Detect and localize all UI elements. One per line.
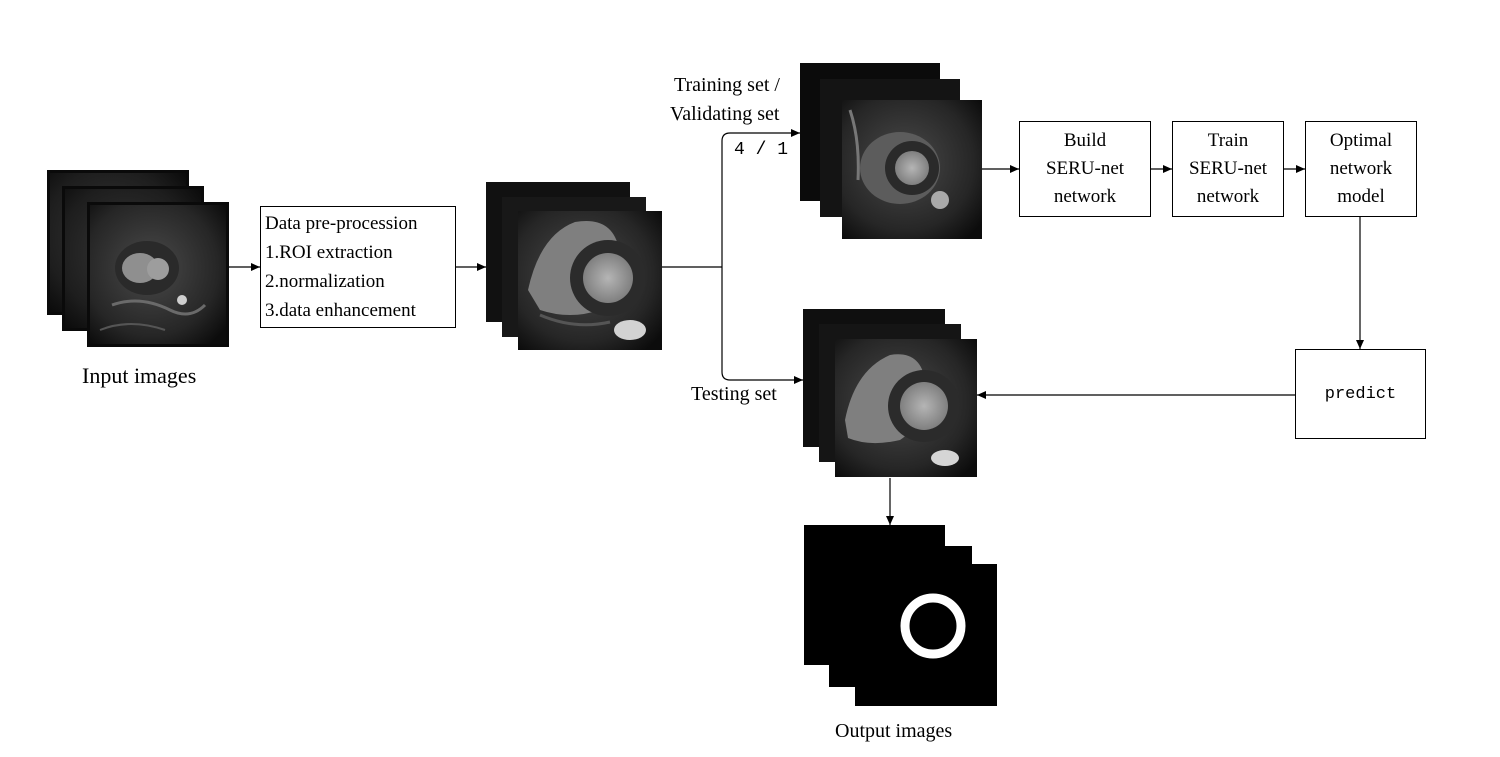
input-images-stack bbox=[47, 170, 229, 347]
train-val-label-line1: Training set / bbox=[674, 74, 780, 96]
preprocess-step-enhancement: 3.data enhancement bbox=[265, 300, 416, 321]
training-images-stack bbox=[800, 63, 982, 239]
predict-label: predict bbox=[1324, 384, 1397, 404]
split-ratio-label: 4 / 1 bbox=[734, 140, 789, 160]
preprocess-box: Data pre-procession 1.ROI extraction 2.n… bbox=[260, 206, 456, 328]
preprocess-title: Data pre-procession bbox=[265, 213, 418, 234]
model-line-2: network bbox=[1329, 158, 1393, 179]
train-line-1: Train bbox=[1207, 130, 1249, 151]
preprocess-step-normalization: 2.normalization bbox=[265, 271, 385, 292]
preprocessed-images-stack bbox=[486, 182, 662, 350]
training-image-3 bbox=[842, 100, 982, 239]
build-network-box: Build SERU-net network bbox=[1019, 121, 1151, 217]
testing-image-3 bbox=[835, 339, 977, 477]
output-mask-3 bbox=[855, 564, 997, 706]
train-line-3: network bbox=[1196, 186, 1260, 207]
output-images-stack bbox=[804, 525, 997, 706]
optimal-model-box: Optimal network model bbox=[1305, 121, 1417, 217]
build-line-2: SERU-net bbox=[1045, 158, 1125, 179]
model-line-1: Optimal bbox=[1329, 130, 1393, 151]
train-line-2: SERU-net bbox=[1188, 158, 1268, 179]
input-image-3 bbox=[87, 202, 229, 347]
train-network-box: Train SERU-net network bbox=[1172, 121, 1284, 217]
model-line-3: model bbox=[1337, 186, 1385, 207]
testing-images-stack bbox=[803, 309, 977, 477]
build-line-3: network bbox=[1053, 186, 1117, 207]
output-images-label: Output images bbox=[835, 720, 953, 742]
preprocess-step-roi: 1.ROI extraction bbox=[265, 242, 393, 263]
arrow-to-testing bbox=[721, 267, 803, 384]
testing-set-label: Testing set bbox=[691, 383, 777, 405]
arrow-to-training bbox=[721, 129, 800, 267]
preprocessed-image-3 bbox=[518, 211, 662, 350]
build-line-1: Build bbox=[1063, 130, 1107, 151]
train-val-label-line2: Validating set bbox=[670, 103, 780, 125]
input-images-label: Input images bbox=[82, 363, 197, 388]
predict-box: predict bbox=[1295, 349, 1426, 439]
connectors bbox=[229, 129, 1364, 525]
